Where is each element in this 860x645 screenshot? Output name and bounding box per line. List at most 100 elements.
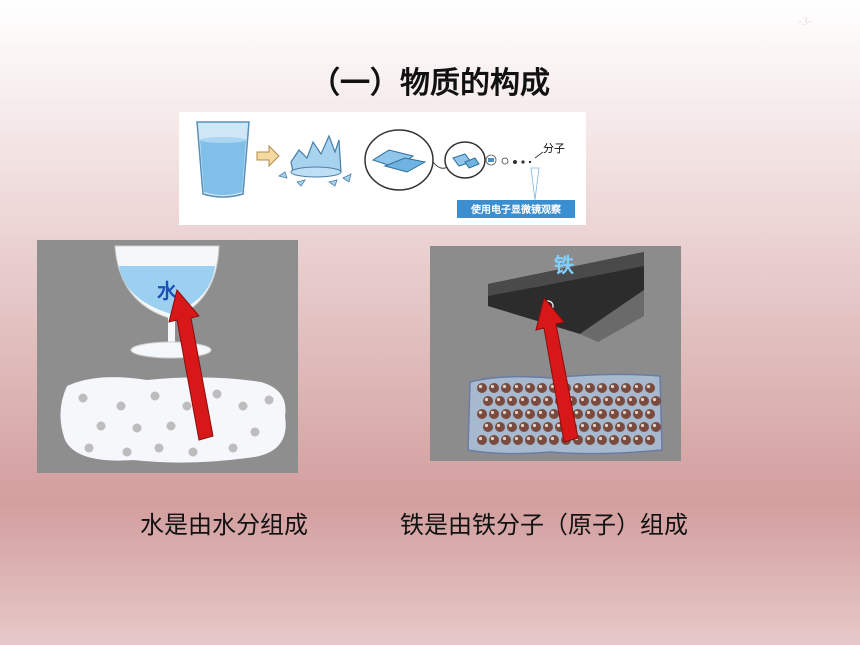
iron-atom-highlight bbox=[478, 410, 483, 415]
iron-atom-highlight bbox=[652, 397, 657, 402]
iron-atom-highlight bbox=[538, 410, 543, 415]
water-blob-icon bbox=[60, 377, 286, 463]
iron-atom bbox=[639, 422, 649, 432]
iron-atom-highlight bbox=[478, 436, 483, 441]
iron-atom bbox=[483, 396, 493, 406]
particles-icon bbox=[485, 151, 544, 166]
iron-atom bbox=[615, 396, 625, 406]
iron-atom-highlight bbox=[634, 436, 639, 441]
iron-atom-highlight bbox=[508, 423, 513, 428]
iron-atom-highlight bbox=[640, 423, 645, 428]
iron-atom bbox=[525, 435, 535, 445]
water-molecule-illustration: 水 bbox=[37, 240, 298, 473]
iron-atom bbox=[543, 422, 553, 432]
iron-atom-highlight bbox=[502, 436, 507, 441]
iron-atom-highlight bbox=[616, 423, 621, 428]
iron-atom-highlight bbox=[646, 384, 651, 389]
iron-atom bbox=[627, 396, 637, 406]
process-arrow-icon bbox=[256, 144, 280, 168]
microscope-caption: 使用电子显微镜观察 bbox=[470, 203, 562, 216]
iron-atom-highlight bbox=[514, 384, 519, 389]
block-label: 铁 bbox=[554, 253, 574, 277]
iron-atom-highlight bbox=[592, 423, 597, 428]
iron-atom bbox=[501, 435, 511, 445]
iron-atom-highlight bbox=[646, 436, 651, 441]
iron-atom-highlight bbox=[574, 384, 579, 389]
iron-atom-highlight bbox=[514, 410, 519, 415]
iron-atom-illustration: 铁 bbox=[430, 246, 681, 461]
crushed-glass-icon bbox=[278, 134, 352, 187]
iron-atom bbox=[513, 383, 523, 393]
matter-breakdown-illustration: 分子 使用电子显微镜观察 bbox=[179, 112, 586, 225]
iron-atom bbox=[645, 435, 655, 445]
iron-atom bbox=[483, 422, 493, 432]
iron-atom bbox=[543, 396, 553, 406]
iron-atom bbox=[597, 435, 607, 445]
iron-atom-highlight bbox=[514, 436, 519, 441]
iron-atom-highlight bbox=[526, 410, 531, 415]
iron-atom-highlight bbox=[628, 423, 633, 428]
iron-atom-highlight bbox=[610, 436, 615, 441]
iron-atom bbox=[537, 409, 547, 419]
iron-atom-svg: 铁 bbox=[467, 252, 663, 455]
iron-atom-highlight bbox=[550, 384, 555, 389]
iron-atom-highlight bbox=[526, 384, 531, 389]
iron-atom bbox=[645, 383, 655, 393]
iron-atom-highlight bbox=[520, 397, 525, 402]
magnified-piece-icon bbox=[364, 129, 450, 191]
iron-atom-highlight bbox=[526, 436, 531, 441]
iron-atom bbox=[609, 435, 619, 445]
iron-atom-highlight bbox=[586, 384, 591, 389]
iron-atom-highlight bbox=[622, 384, 627, 389]
iron-atom bbox=[603, 422, 613, 432]
iron-atom-highlight bbox=[532, 423, 537, 428]
iron-atom bbox=[507, 396, 517, 406]
iron-atom bbox=[591, 396, 601, 406]
iron-atom-highlight bbox=[520, 423, 525, 428]
iron-atom bbox=[477, 383, 487, 393]
iron-atom bbox=[489, 435, 499, 445]
iron-atom-highlight bbox=[580, 397, 585, 402]
iron-atom bbox=[531, 396, 541, 406]
iron-atom bbox=[579, 396, 589, 406]
iron-atom bbox=[519, 396, 529, 406]
iron-atom-highlight bbox=[544, 397, 549, 402]
iron-atom-highlight bbox=[586, 436, 591, 441]
wine-glass-icon: 水 bbox=[114, 245, 220, 359]
iron-atom bbox=[579, 422, 589, 432]
magnified-fragment-icon bbox=[444, 141, 486, 179]
iron-atom bbox=[519, 422, 529, 432]
iron-block-icon: 铁 bbox=[488, 252, 644, 342]
iron-atom-highlight bbox=[532, 397, 537, 402]
iron-atom bbox=[585, 409, 595, 419]
iron-atom bbox=[645, 409, 655, 419]
iron-atom-highlight bbox=[646, 410, 651, 415]
iron-atom-highlight bbox=[544, 423, 549, 428]
iron-atom-highlight bbox=[556, 423, 561, 428]
iron-atom-highlight bbox=[550, 436, 555, 441]
iron-atom bbox=[633, 383, 643, 393]
iron-atom bbox=[489, 383, 499, 393]
iron-atom bbox=[621, 435, 631, 445]
iron-atom-highlight bbox=[478, 384, 483, 389]
iron-atom-highlight bbox=[640, 397, 645, 402]
iron-atom bbox=[597, 383, 607, 393]
water-molecule-svg: 水 bbox=[60, 245, 286, 463]
iron-atom bbox=[531, 422, 541, 432]
iron-atom-highlight bbox=[610, 384, 615, 389]
iron-atom bbox=[651, 422, 661, 432]
page-title: （一）物质的构成 bbox=[310, 66, 550, 101]
iron-atom bbox=[633, 409, 643, 419]
iron-atom-highlight bbox=[634, 384, 639, 389]
iron-atom-highlight bbox=[598, 384, 603, 389]
iron-atom bbox=[501, 409, 511, 419]
iron-atom-highlight bbox=[622, 436, 627, 441]
iron-atom-highlight bbox=[610, 410, 615, 415]
iron-atom-highlight bbox=[586, 410, 591, 415]
iron-atom bbox=[477, 409, 487, 419]
iron-atom bbox=[525, 383, 535, 393]
iron-atom-highlight bbox=[490, 384, 495, 389]
iron-atom bbox=[573, 383, 583, 393]
iron-atom-highlight bbox=[622, 410, 627, 415]
iron-atom-highlight bbox=[550, 410, 555, 415]
